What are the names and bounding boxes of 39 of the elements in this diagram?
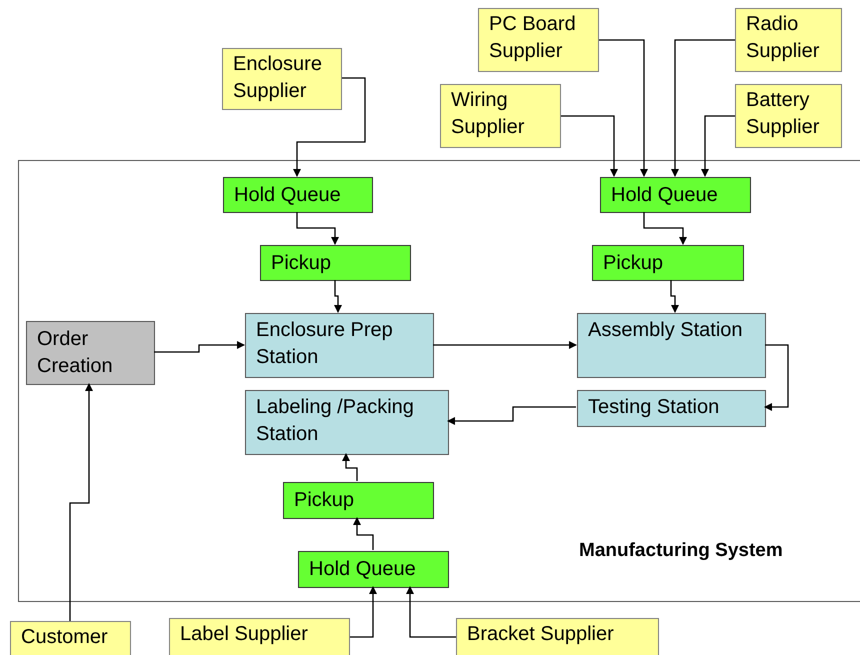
supplier-box: Wiring Supplier [440,84,561,148]
queue-box: Pickup [283,482,434,519]
supplier-box: Battery Supplier [735,84,842,148]
supplier-box: Enclosure Supplier [222,48,342,110]
queue-box: Hold Queue [298,551,449,588]
system-boundary [18,160,860,602]
queue-box: Hold Queue [223,177,373,213]
arrow [561,115,618,177]
arrow [447,406,576,425]
station-box: Enclosure Prep Station [245,313,434,378]
arrow [154,341,245,353]
arrow [296,212,339,245]
queue-box: Pickup [592,245,744,281]
order-box: Order Creation [26,321,155,385]
station-box: Assembly Station [577,313,766,378]
system-title: Manufacturing System [579,539,783,563]
arrow [406,586,456,638]
arrow [701,115,735,177]
queue-box: Hold Queue [600,177,751,213]
supplier-box: Customer [10,621,131,655]
station-box: Labeling /Packing Station [245,390,449,455]
arrow [643,212,687,245]
queue-box: Pickup [260,245,411,281]
supplier-box: Label Supplier [169,618,350,655]
arrow [342,453,358,481]
supplier-box: Radio Supplier [735,8,842,72]
supplier-box: Bracket Supplier [456,618,659,655]
arrow [599,39,648,177]
arrow [293,77,366,177]
arrow [670,280,679,313]
arrow [764,344,789,411]
arrow [334,280,342,313]
arrow [350,586,377,638]
supplier-box: PC Board Supplier [478,8,599,72]
arrow [69,383,93,621]
arrow [353,517,374,550]
station-box: Testing Station [577,390,766,427]
arrow [671,39,735,177]
arrow [433,341,577,349]
